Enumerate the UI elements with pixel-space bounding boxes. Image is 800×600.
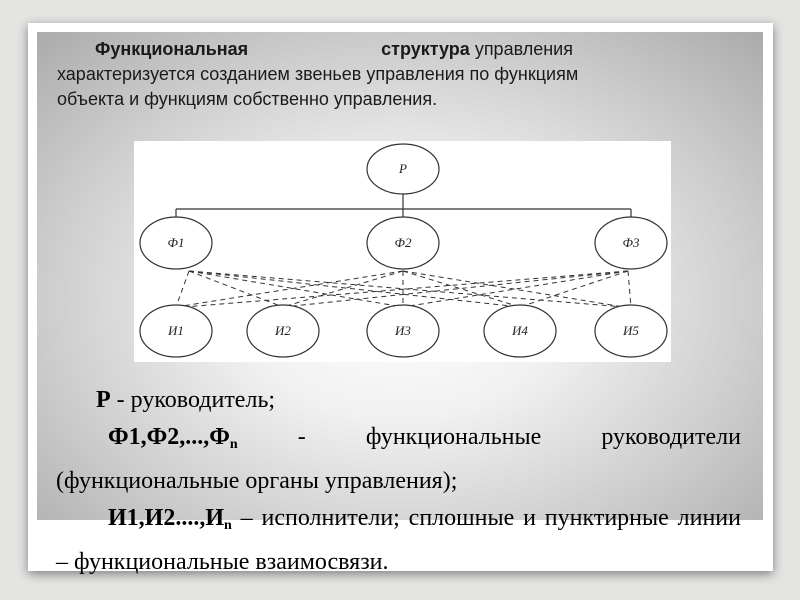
node-i3-label: И3 [394, 323, 411, 338]
node-i1 [139, 304, 213, 358]
node-root [366, 143, 440, 195]
legend-executors: И1,И2....,Иn – исполнители; сплошные и п… [56, 505, 747, 575]
node-i5-label: И5 [622, 323, 639, 338]
term-functional: Функциональная [95, 39, 249, 59]
node-f1 [139, 216, 213, 270]
node-f3-label: Ф3 [623, 235, 640, 250]
intro-line-2: характеризуется созданием звеньев управл… [57, 64, 579, 84]
intro-line-3: объекта и функциям собственно управления… [57, 89, 438, 109]
intro-text: Функциональная структура управления хара… [57, 37, 757, 112]
intro-line-1-rest: управления [469, 39, 573, 59]
legend-functional: Ф1,Ф2,...,Фn - функциональные руководите… [56, 424, 747, 494]
node-i4-label: И4 [511, 323, 528, 338]
node-i1-label: И1 [167, 323, 184, 338]
node-f1-label: Ф1 [168, 235, 185, 250]
legend-root: Р - руководитель; [96, 387, 276, 413]
node-f2 [366, 216, 440, 270]
diagram-nodes [139, 143, 668, 358]
term-structure: структура [381, 39, 470, 59]
diagram-svg: Р Ф1 Ф2 Ф3 И1 И2 И3 И4 И5 [139, 143, 668, 358]
node-f3 [594, 216, 668, 270]
org-structure-diagram: Р Ф1 Ф2 Ф3 И1 И2 И3 И4 И5 [134, 141, 671, 362]
node-i2-label: И2 [274, 323, 291, 338]
intro-line-1: Функциональная структура управления [57, 37, 757, 62]
legend-text: Р - руководитель; Ф1,Ф2,...,Фn - функцио… [56, 382, 741, 581]
node-i4 [483, 304, 557, 358]
node-root-label: Р [398, 161, 407, 176]
node-f2-label: Ф2 [395, 235, 412, 250]
node-i2 [246, 304, 320, 358]
node-i5 [594, 304, 668, 358]
solid-links [175, 193, 632, 218]
node-i3 [366, 304, 440, 358]
dashed-links [175, 270, 632, 308]
